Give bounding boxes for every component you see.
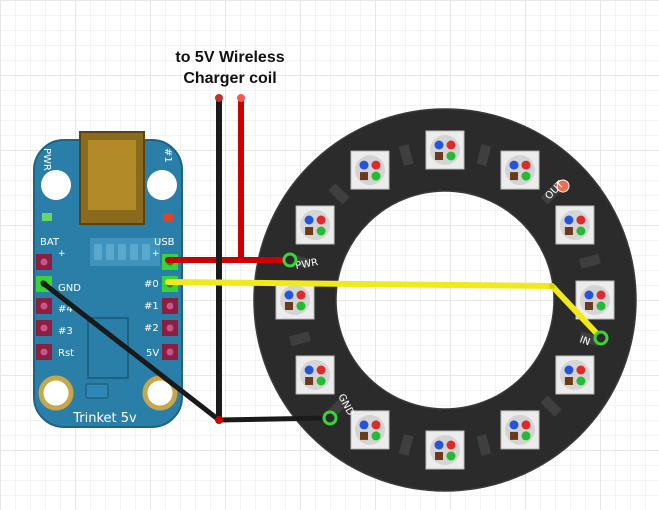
- charger-note: to 5V Wireless Charger coil: [150, 47, 310, 89]
- charger-note-line2: Charger coil: [183, 70, 277, 87]
- neopixel-led: [425, 430, 465, 470]
- gnd-label: GND: [58, 283, 81, 294]
- ring-divider: [328, 395, 350, 417]
- trinket-pin: [36, 344, 52, 360]
- bat-label: BAT: [40, 237, 60, 248]
- ring-pwr-connector: [282, 252, 298, 268]
- charger-note-line1: to 5V Wireless: [175, 49, 285, 66]
- ring-divider: [328, 183, 350, 205]
- pin5v-label: 5V: [146, 348, 159, 359]
- ring-divider: [540, 183, 562, 205]
- neopixel-led: [425, 130, 465, 170]
- ring-divider: [540, 395, 562, 417]
- black-wire-trinket-gnd: [40, 280, 222, 423]
- pin3-label: #3: [58, 326, 73, 337]
- pin2-label: #2: [144, 323, 159, 334]
- usb-led: [163, 213, 173, 221]
- neopixel-led: [350, 150, 390, 190]
- bat-plus: +: [58, 249, 66, 259]
- trinket-pin: [36, 320, 52, 336]
- usb-label: USB: [154, 237, 175, 248]
- ring-pixels: [275, 130, 615, 470]
- black-wire-end: [215, 94, 223, 102]
- red-wire-end: [237, 94, 245, 102]
- ring-gnd-connector: [322, 410, 338, 426]
- mount-hole-top-left: [41, 170, 71, 200]
- ring-inner-edge: [335, 190, 555, 410]
- neopixel-led: [500, 410, 540, 450]
- pin0-label: #0: [144, 279, 159, 290]
- mount-hole-bottom-right: [142, 375, 178, 411]
- neopixel-led: [555, 205, 595, 245]
- neopixel-led: [275, 280, 315, 320]
- trinket-pin: [162, 320, 178, 336]
- connection-points: [282, 252, 609, 426]
- neopixel-led: [350, 410, 390, 450]
- neopixel-led: [295, 355, 335, 395]
- wire-junction-power: [238, 257, 244, 263]
- trinket-pin: [36, 298, 52, 314]
- usb-connector-inner: [88, 140, 136, 210]
- black-wire-ring-gnd: [216, 415, 333, 423]
- ring-pwr-label: PWR: [295, 257, 319, 272]
- neopixel-led: [295, 205, 335, 245]
- trinket-pin: [162, 344, 178, 360]
- mount-hole-bottom-left: [38, 375, 74, 411]
- out-indicator-dot: [556, 179, 570, 193]
- wires: [40, 94, 604, 424]
- rst-label: Rst: [58, 348, 74, 359]
- neopixel-ring: OUT PWR IN GND: [253, 108, 637, 492]
- trinket-pin: [162, 298, 178, 314]
- pin1-label: #1: [144, 301, 159, 312]
- usb-plus: +: [152, 249, 160, 259]
- ring-in-connector: [593, 330, 609, 346]
- trinket-pin: [36, 254, 52, 270]
- ring-in-label: IN: [578, 334, 592, 348]
- trinket-top-right-label: #1: [162, 148, 173, 163]
- trinket-pwr-label: PWR: [41, 148, 52, 171]
- yellow-wire-data: [165, 279, 604, 341]
- wire-bend-data: [549, 283, 555, 289]
- wire-junction-gnd: [215, 416, 223, 424]
- pin4-label: #4: [58, 304, 73, 315]
- ic-chip: [90, 238, 160, 266]
- neopixel-led: [500, 150, 540, 190]
- ring-outer-edge: [253, 108, 637, 492]
- mount-hole-top-right: [147, 170, 177, 200]
- bat-led: [42, 213, 52, 221]
- reset-button: [85, 383, 109, 399]
- neopixel-led: [555, 355, 595, 395]
- neopixel-led: [575, 280, 615, 320]
- trinket-board: Trinket 5v PWR #1 BAT + USB + GND #4 #3 …: [33, 131, 183, 428]
- trinket-title: Trinket 5v: [72, 411, 137, 426]
